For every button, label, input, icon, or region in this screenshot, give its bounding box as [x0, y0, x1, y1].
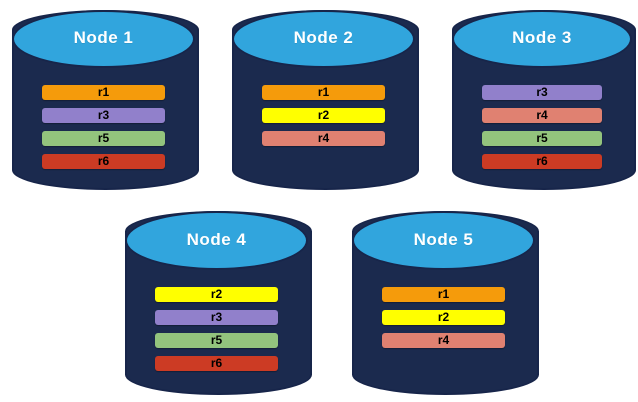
replica-label: r6	[210, 355, 223, 370]
replica-bar-r6[interactable]: r6	[155, 356, 278, 371]
replica-label: r5	[97, 130, 110, 145]
replica-bar-r6[interactable]: r6	[42, 154, 165, 169]
cylinder-top: Node 2	[232, 10, 415, 68]
replica-bar-r3[interactable]: r3	[155, 310, 278, 325]
database-node-4[interactable]: Node 4 r2 r3 r5 r6	[125, 211, 312, 395]
replica-bar-r5[interactable]: r5	[155, 333, 278, 348]
replica-list: r2 r3 r5 r6	[125, 287, 308, 371]
node-label: Node 1	[73, 28, 134, 47]
replica-label: r3	[97, 107, 110, 122]
replica-list: r1 r3 r5 r6	[12, 85, 195, 169]
replica-label: r4	[536, 107, 548, 122]
replica-label: r2	[210, 286, 223, 301]
replica-list: r3 r4 r5 r6	[452, 85, 632, 169]
replica-label: r3	[536, 84, 548, 99]
replica-label: r1	[437, 286, 450, 301]
replica-bar-r1[interactable]: r1	[382, 287, 505, 302]
cylinder-top: Node 5	[352, 211, 535, 270]
replica-bar-r6[interactable]: r6	[482, 154, 602, 169]
replica-bar-r3[interactable]: r3	[482, 85, 602, 100]
replica-label: r1	[97, 84, 110, 99]
replica-bar-r2[interactable]: r2	[262, 108, 385, 123]
database-node-2[interactable]: Node 2 r1 r2 r4	[232, 10, 419, 190]
replica-label: r2	[437, 309, 450, 324]
replica-label: r6	[97, 153, 110, 168]
replica-label: r4	[317, 130, 330, 145]
replica-bar-r5[interactable]: r5	[482, 131, 602, 146]
replica-label: r1	[317, 84, 330, 99]
database-node-5[interactable]: Node 5 r1 r2 r4	[352, 211, 539, 395]
replica-list: r1 r2 r4	[232, 85, 415, 146]
replica-bar-r5[interactable]: r5	[42, 131, 165, 146]
replica-bar-r4[interactable]: r4	[482, 108, 602, 123]
replica-list: r1 r2 r4	[352, 287, 535, 348]
node-label: Node 3	[512, 28, 572, 47]
database-node-3[interactable]: Node 3 r3 r4 r5 r6	[452, 10, 636, 190]
node-label: Node 5	[413, 229, 474, 249]
replica-label: r5	[210, 332, 223, 347]
replica-bar-r4[interactable]: r4	[382, 333, 505, 348]
replica-label: r4	[437, 332, 450, 347]
replica-bar-r2[interactable]: r2	[382, 310, 505, 325]
replica-label: r6	[536, 153, 548, 168]
node-label: Node 2	[293, 28, 354, 47]
replica-bar-r1[interactable]: r1	[42, 85, 165, 100]
replica-bar-r2[interactable]: r2	[155, 287, 278, 302]
replica-label: r3	[210, 309, 223, 324]
database-node-1[interactable]: Node 1 r1 r3 r5 r6	[12, 10, 199, 190]
cylinder-top: Node 3	[452, 10, 632, 68]
node-label: Node 4	[186, 229, 247, 249]
replica-bar-r1[interactable]: r1	[262, 85, 385, 100]
replica-label: r5	[536, 130, 548, 145]
replica-bar-r3[interactable]: r3	[42, 108, 165, 123]
cylinder-top: Node 1	[12, 10, 195, 68]
cylinder-top: Node 4	[125, 211, 308, 270]
replica-bar-r4[interactable]: r4	[262, 131, 385, 146]
replica-label: r2	[317, 107, 330, 122]
